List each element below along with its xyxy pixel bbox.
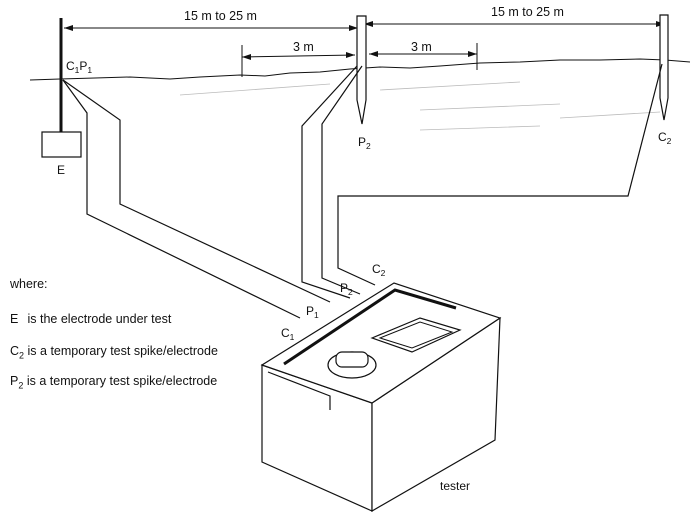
cable-p2b bbox=[321, 65, 363, 295]
distance-label-left: 15 m to 25 m bbox=[184, 9, 257, 23]
legend-symbol: E bbox=[10, 312, 19, 326]
legend-text: is the electrode under test bbox=[27, 312, 172, 326]
cable-c1 bbox=[62, 79, 301, 319]
spike-c2-label: C2 bbox=[658, 130, 672, 146]
legend-text: is a temporary test spike/electrode bbox=[27, 344, 218, 358]
ground-line bbox=[29, 58, 691, 81]
arrowhead bbox=[364, 21, 373, 27]
terminal-p2-label: P2 bbox=[340, 281, 353, 297]
tester-unit bbox=[260, 282, 502, 512]
legend-item-e: E is the electrode under test bbox=[10, 312, 171, 329]
electrode-box bbox=[41, 131, 82, 158]
gap-line-left bbox=[241, 54, 356, 58]
distance-label-right: 15 m to 25 m bbox=[491, 5, 564, 19]
ground-hatch bbox=[179, 81, 661, 131]
c1p1-label: C1P1 bbox=[66, 59, 92, 75]
legend-item-c2: C2 is a temporary test spike/electrode bbox=[10, 344, 218, 361]
tester-display bbox=[370, 317, 462, 353]
arrowhead bbox=[346, 52, 355, 58]
tester-display-inner bbox=[378, 321, 454, 349]
tester-knob[interactable] bbox=[335, 351, 369, 368]
legend-symbol: P bbox=[10, 374, 19, 388]
spike-p2-label: P2 bbox=[358, 135, 371, 151]
tester-label: tester bbox=[440, 479, 470, 493]
gap-label-right: 3 m bbox=[411, 40, 432, 54]
spike-c2 bbox=[659, 14, 669, 121]
terminal-c1-label: C1 bbox=[281, 326, 295, 342]
terminal-p1-label: P1 bbox=[306, 304, 319, 320]
electrode-e-label: E bbox=[57, 163, 65, 177]
tester-lid-stripe bbox=[283, 288, 457, 366]
arrowhead bbox=[468, 51, 477, 57]
legend-title: where: bbox=[10, 277, 48, 291]
gap-label-left: 3 m bbox=[293, 40, 314, 54]
arrowhead bbox=[242, 54, 251, 60]
legend-text: is a temporary test spike/electrode bbox=[26, 374, 218, 388]
tester-front-strip bbox=[267, 371, 331, 410]
arrowhead bbox=[64, 25, 73, 31]
cable-p1 bbox=[62, 79, 331, 303]
spike-p2 bbox=[356, 15, 367, 125]
arrowhead bbox=[349, 25, 358, 31]
legend-symbol: C bbox=[10, 344, 20, 358]
arrowhead bbox=[369, 51, 378, 57]
terminal-c2-label: C2 bbox=[372, 262, 386, 278]
tester-top bbox=[260, 282, 502, 404]
legend-item-p2: P2 is a temporary test spike/electrode bbox=[10, 374, 218, 391]
cable-p2 bbox=[301, 65, 358, 299]
cable-c2 bbox=[337, 63, 663, 286]
